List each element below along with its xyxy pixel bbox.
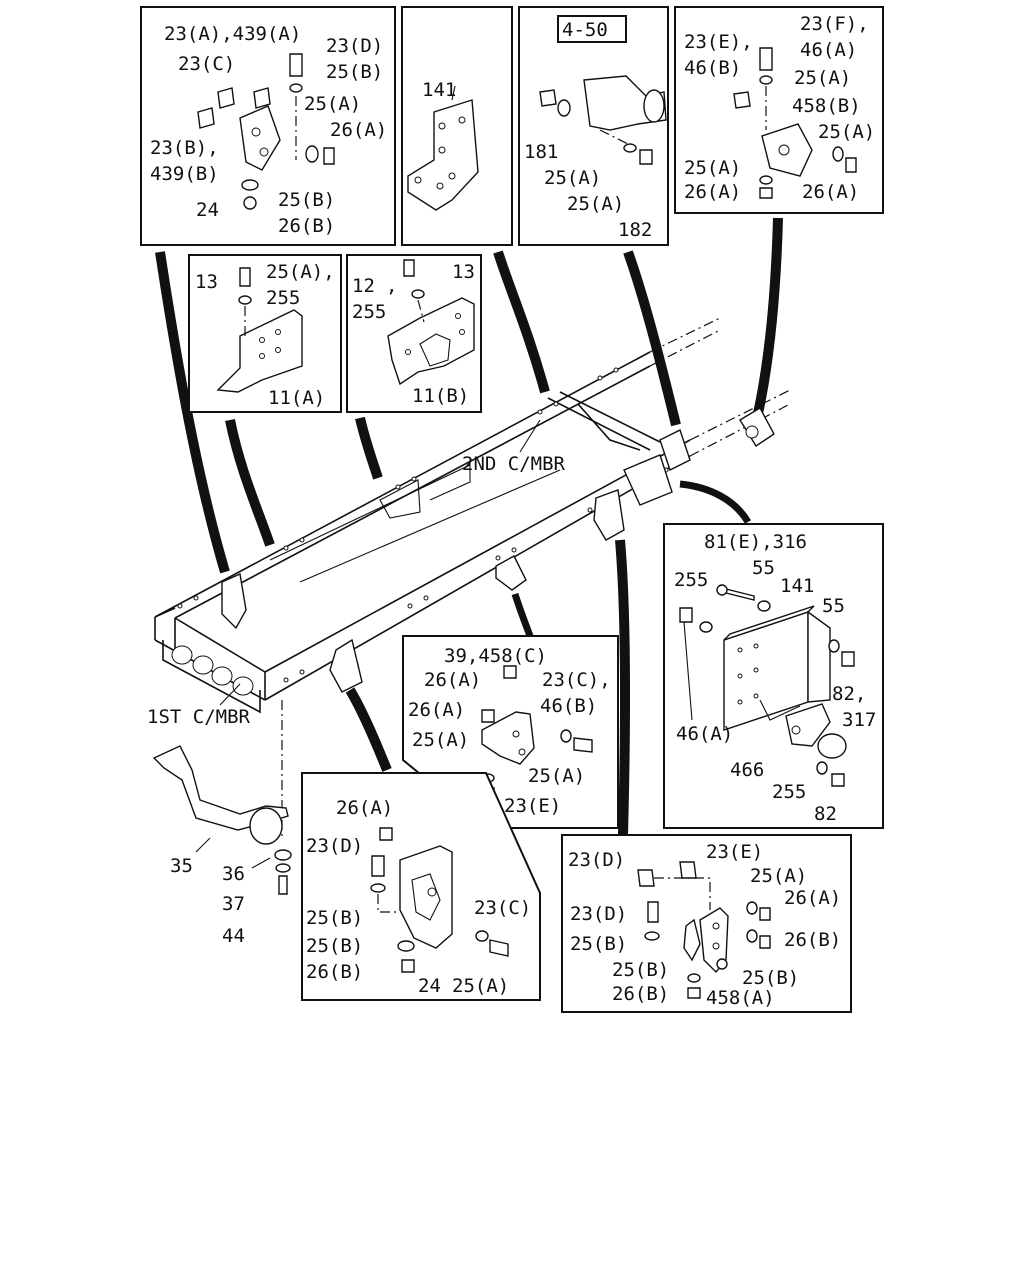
p9-label-3: 23(C) — [474, 897, 531, 919]
p9-label-5: 26(B) — [306, 961, 363, 983]
p1-label-0: 23(A),439(A) — [164, 23, 301, 45]
p8-label-1: 26(A) — [424, 669, 481, 691]
panel-bracket-11b: 12 , 13 255 11(B) — [346, 254, 482, 413]
p4-label-1: 23(E), — [684, 31, 753, 53]
p7-label-5: 82, — [832, 683, 866, 705]
p4-label-6: 25(A) — [818, 121, 875, 143]
p5-label-1: 25(A), — [266, 261, 335, 283]
panel-spring-bracket-141: 81(E),316 255 55 141 55 82, 317 46(A) 46… — [663, 523, 884, 829]
p2-label-0: 141 — [422, 79, 456, 101]
p6-label-3: 255 — [352, 301, 386, 323]
p10-label-7: 25(B) — [612, 959, 669, 981]
p8-label-3: 26(A) — [408, 699, 465, 721]
p1-label-10: 26(B) — [278, 215, 335, 237]
rail-holes — [177, 367, 669, 683]
p1-label-6: 23(B), — [150, 137, 219, 159]
p10-label-2: 25(A) — [750, 865, 807, 887]
p10-label-4: 23(D) — [570, 903, 627, 925]
p9-label-7: 25(A) — [452, 975, 509, 997]
p7-label-10: 82 — [814, 803, 837, 825]
panel-bracket-11a: 13 25(A), 255 11(A) — [188, 254, 342, 413]
p5-label-3: 11(A) — [268, 387, 325, 409]
p3-label-2: 25(A) — [544, 167, 601, 189]
second-crossmember-label: 2ND C/MBR — [462, 453, 566, 475]
p7-label-7: 46(A) — [676, 723, 733, 745]
panel-bracket-458a: 23(D) 23(E) 25(A) 26(A) 23(D) 25(B) 26(B… — [561, 834, 852, 1013]
p8-label-6: 25(A) — [528, 765, 585, 787]
p3-label-3: 25(A) — [567, 193, 624, 215]
panel-front-bracket: 23(A),439(A) 23(D) 23(C) 25(B) 25(A) 26(… — [140, 6, 396, 246]
p7-label-8: 466 — [730, 759, 764, 781]
p8-label-0: 39,458(C) — [444, 645, 547, 667]
p10-label-9: 26(B) — [612, 983, 669, 1005]
p9-label-0: 26(A) — [336, 797, 393, 819]
panel-bracket-24: 26(A) 23(D) 25(B) 23(C) 25(B) 26(B) 24 2… — [301, 772, 541, 1001]
p3-label-4: 182 — [618, 219, 652, 241]
p4-label-2: 46(A) — [800, 39, 857, 61]
p10-label-1: 23(E) — [706, 841, 763, 863]
p1-label-7: 439(B) — [150, 163, 219, 185]
p1-label-1: 23(D) — [326, 35, 383, 57]
panel-rear-bracket: 23(F), 23(E), 46(A) 46(B) 25(A) 458(B) 2… — [674, 6, 884, 214]
first-crossmember-label: 1ST C/MBR — [147, 706, 251, 728]
p8-label-2: 23(C), — [542, 669, 611, 691]
p6-label-2: 13 — [452, 261, 475, 283]
panel-bracket-141: 141 — [401, 6, 513, 246]
p4-label-9: 26(A) — [802, 181, 859, 203]
p1-label-3: 25(B) — [326, 61, 383, 83]
loose-label-2: 37 — [222, 893, 245, 915]
p6-label-1: , — [386, 275, 397, 297]
p9-label-6: 24 — [418, 975, 441, 997]
p4-label-8: 26(A) — [684, 181, 741, 203]
p5-label-2: 255 — [266, 287, 300, 309]
p7-label-3: 141 — [780, 575, 814, 597]
p7-label-4: 55 — [822, 595, 845, 617]
p7-label-6: 317 — [842, 709, 876, 731]
panel-leaders — [155, 217, 783, 836]
p9-label-2: 25(B) — [306, 907, 363, 929]
p7-label-9: 255 — [772, 781, 806, 803]
exhaust-hanger-group: 35 36 37 44 — [152, 745, 292, 947]
p1-label-9: 25(B) — [278, 189, 335, 211]
p7-label-2: 55 — [752, 557, 775, 579]
p6-label-4: 11(B) — [412, 385, 469, 407]
p1-label-2: 23(C) — [178, 53, 235, 75]
p1-label-4: 25(A) — [304, 93, 361, 115]
p6-label-0: 12 — [352, 275, 375, 297]
chassis-frame — [154, 317, 791, 714]
p1-label-8: 24 — [196, 199, 219, 221]
p4-label-3: 46(B) — [684, 57, 741, 79]
loose-label-1: 36 — [222, 863, 245, 885]
p10-label-8: 25(B) — [742, 967, 799, 989]
p8-label-5: 25(A) — [412, 729, 469, 751]
p9-label-4: 25(B) — [306, 935, 363, 957]
p1-label-5: 26(A) — [330, 119, 387, 141]
p4-label-4: 25(A) — [794, 67, 851, 89]
panel-spring-hanger: 4-50 181 25(A) 25(A) 182 — [518, 6, 669, 246]
p8-label-4: 46(B) — [540, 695, 597, 717]
p10-label-6: 26(B) — [784, 929, 841, 951]
p7-label-1: 255 — [674, 569, 708, 591]
p3-label-1: 181 — [524, 141, 558, 163]
loose-label-0: 35 — [170, 855, 193, 877]
p10-label-3: 26(A) — [784, 887, 841, 909]
p4-label-7: 25(A) — [684, 157, 741, 179]
p5-label-0: 13 — [195, 271, 218, 293]
p10-label-10: 458(A) — [706, 987, 775, 1009]
p8-label-7: 23(E) — [504, 795, 561, 817]
p10-label-5: 25(B) — [570, 933, 627, 955]
p4-label-5: 458(B) — [792, 95, 861, 117]
p3-label-0: 4-50 — [562, 19, 608, 41]
loose-label-3: 44 — [222, 925, 245, 947]
p7-label-0: 81(E),316 — [704, 531, 807, 553]
p4-label-0: 23(F), — [800, 13, 869, 35]
p10-label-0: 23(D) — [568, 849, 625, 871]
p9-label-1: 23(D) — [306, 835, 363, 857]
